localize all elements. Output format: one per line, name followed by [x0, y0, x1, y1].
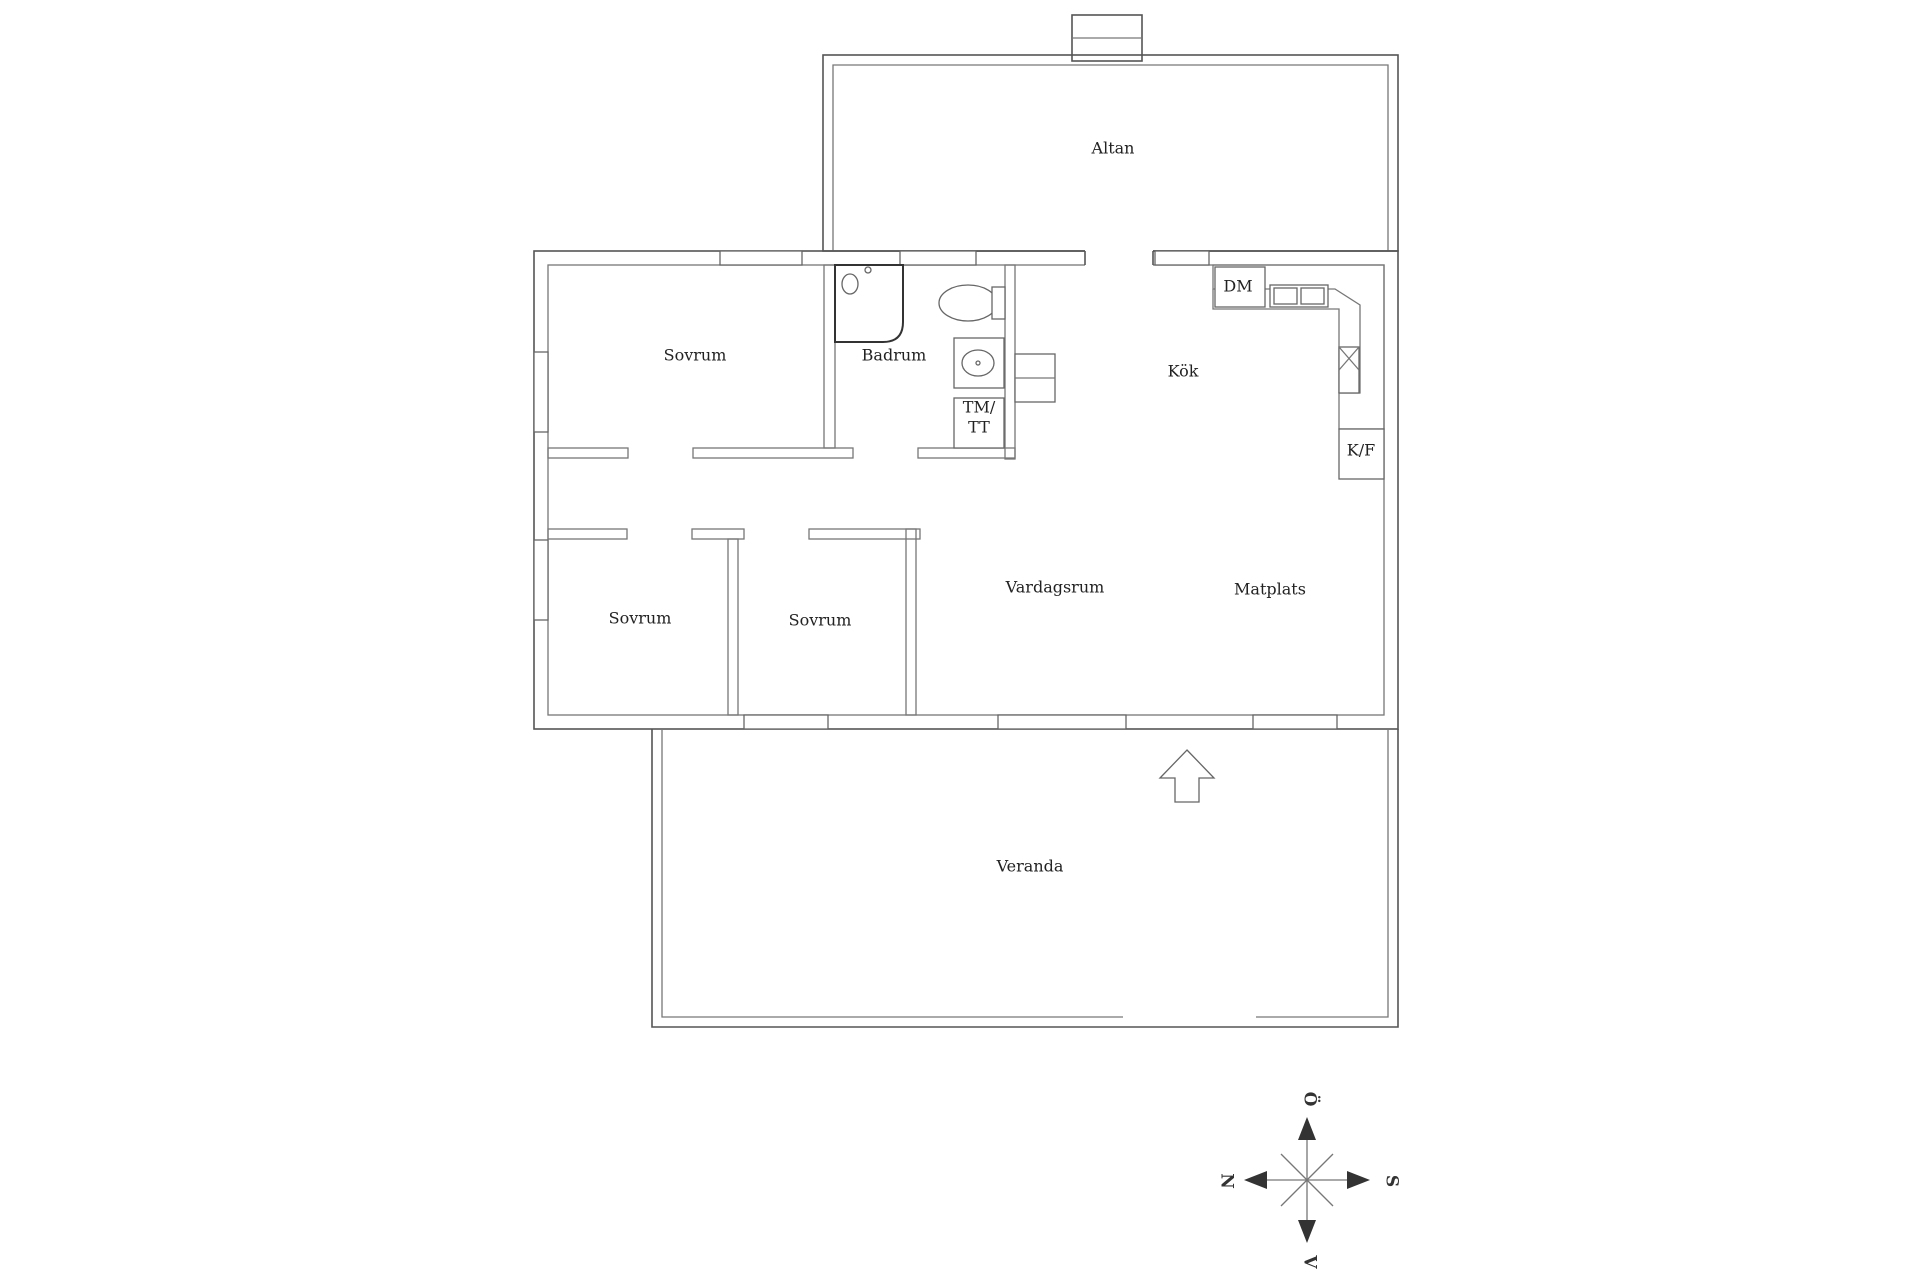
compass-south-label: S — [1382, 1175, 1402, 1187]
label-vardagsrum: Vardagsrum — [1005, 578, 1105, 597]
compass-west-label: V — [1300, 1254, 1320, 1269]
washer-dryer — [953, 397, 1005, 449]
label-dm: DM — [1223, 277, 1252, 296]
arrow-west-icon — [1298, 1220, 1316, 1243]
label-matplats: Matplats — [1234, 580, 1306, 599]
windows — [533, 250, 1338, 730]
label-kf: K/F — [1347, 441, 1375, 460]
bathroom-fixtures — [834, 264, 1006, 449]
label-sovrum-3: Sovrum — [789, 611, 852, 630]
label-tm-tt-2: TT — [968, 418, 990, 437]
fridge-freezer — [1338, 428, 1385, 480]
compass-east-label: Ö — [1300, 1092, 1321, 1107]
label-altan: Altan — [1091, 139, 1135, 158]
label-sovrum-2: Sovrum — [609, 609, 672, 628]
kitchen-fixtures — [1212, 264, 1385, 480]
entrance-arrow-icon — [1158, 749, 1216, 803]
dishwasher — [1214, 266, 1266, 308]
veranda — [651, 729, 1399, 1028]
chimney — [1071, 14, 1143, 62]
label-tm-tt-1: TM/ — [963, 398, 996, 417]
stove-icon — [1338, 346, 1360, 394]
arrow-south-icon — [1347, 1171, 1370, 1189]
door-openings — [1084, 250, 1154, 267]
toilet-icon — [938, 284, 998, 322]
interior-walls — [547, 264, 1056, 716]
arrow-east-icon — [1298, 1117, 1316, 1140]
label-veranda: Veranda — [996, 857, 1064, 876]
label-sovrum-1: Sovrum — [664, 346, 727, 365]
label-badrum: Badrum — [862, 346, 927, 365]
compass-north-label: N — [1217, 1173, 1237, 1189]
compass-rose: Ö V N S — [1217, 1092, 1402, 1270]
label-kok: Kök — [1168, 362, 1199, 381]
house-outer-walls — [533, 250, 1399, 730]
arrow-north-icon — [1244, 1171, 1267, 1189]
